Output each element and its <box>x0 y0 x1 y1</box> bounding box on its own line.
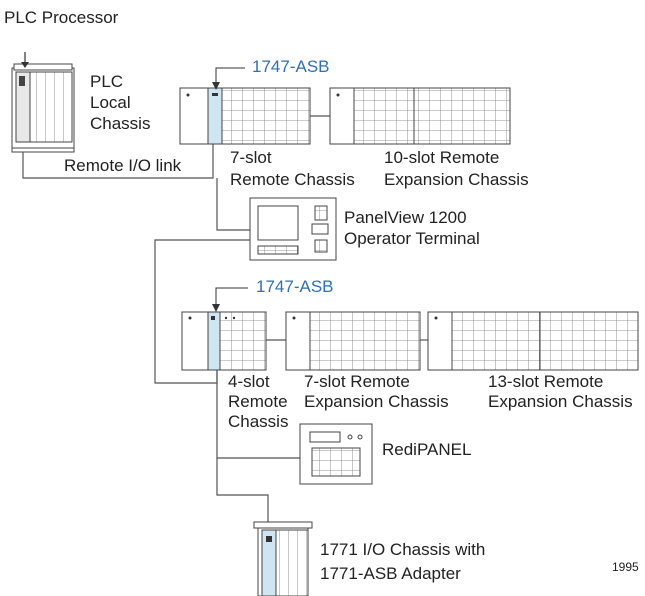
four-slot-remote-chassis <box>181 311 267 371</box>
seven-slot-expansion-chassis <box>285 311 421 371</box>
panelview-label: PanelView 1200 <box>344 208 467 227</box>
seven-slot-sub-label: Remote Chassis <box>230 170 355 189</box>
ten-slot-sub-label: Expansion Chassis <box>384 170 529 189</box>
four-slot-remote-label: Remote <box>228 392 288 411</box>
io-1771-sub-label: 1771-ASB Adapter <box>320 564 461 583</box>
plc-local-label: Local <box>90 93 131 112</box>
asb-top-label: 1747-ASB <box>252 57 330 76</box>
panelview-sub-label: Operator Terminal <box>344 229 480 248</box>
plc-local-chassis <box>11 52 75 153</box>
redipanel-device <box>299 423 373 485</box>
thirteen-slot-expansion-chassis <box>427 311 639 371</box>
plc-processor-label: PLC Processor <box>4 8 119 27</box>
io-1771-label: 1771 I/O Chassis with <box>320 540 486 559</box>
four-slot-label: 4-slot <box>228 372 270 391</box>
figure-number: 1995 <box>612 560 639 574</box>
seven-slot-label: 7-slot <box>230 148 272 167</box>
remote-io-link-label: Remote I/O link <box>64 156 182 175</box>
thirteen-slot-label: 13-slot Remote <box>488 372 604 391</box>
thirteen-slot-sub-label: Expansion Chassis <box>488 392 633 411</box>
redipanel-label: RediPANEL <box>382 440 472 459</box>
seven-slot-remote-chassis <box>179 87 311 145</box>
asb-mid-label: 1747-ASB <box>256 277 334 296</box>
plc-chassis-label: Chassis <box>90 114 151 133</box>
seven-slot-exp-sub-label: Expansion Chassis <box>304 392 449 411</box>
ten-slot-label: 10-slot Remote <box>384 148 500 167</box>
four-slot-chassis-label: Chassis <box>228 412 289 431</box>
panelview-terminal <box>249 197 337 261</box>
ten-slot-expansion-chassis <box>329 87 511 145</box>
io-1771-chassis <box>253 521 313 596</box>
seven-slot-exp-label: 7-slot Remote <box>304 372 410 391</box>
plc-label: PLC <box>90 72 124 91</box>
